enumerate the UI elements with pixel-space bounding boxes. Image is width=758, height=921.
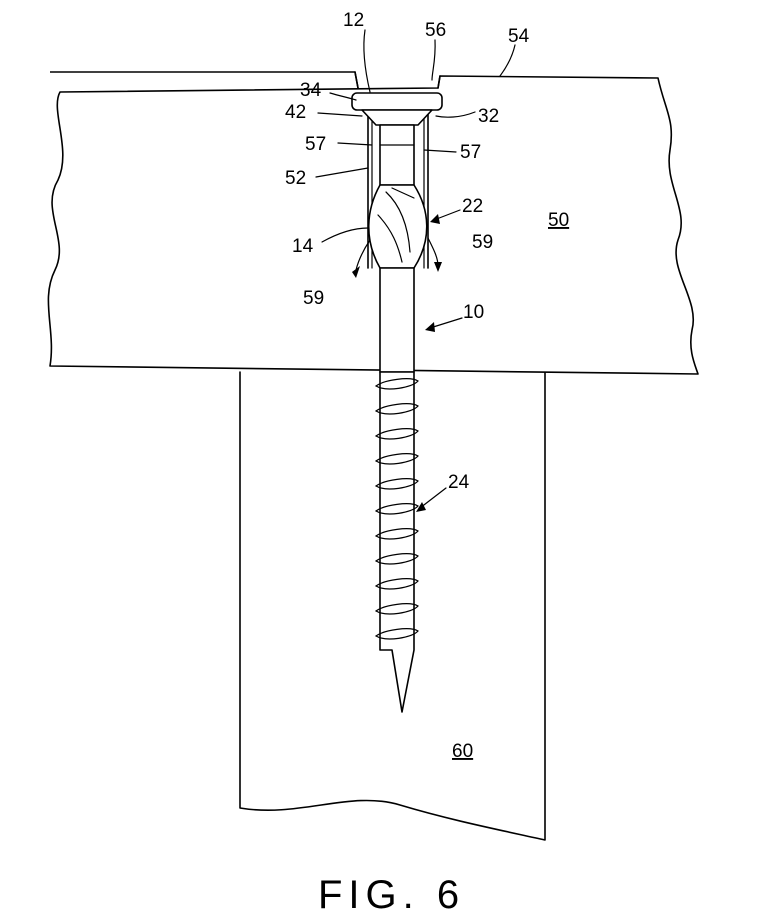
label-52: 52 (285, 168, 306, 189)
flute-2 (377, 214, 403, 263)
label-50: 50 (548, 210, 569, 231)
thread-crest (374, 628, 419, 640)
thread-crest (374, 503, 419, 515)
label-57-left: 57 (305, 134, 326, 155)
thread-crest (374, 553, 419, 565)
screw-head-34 (351, 92, 443, 111)
thread-crest (374, 403, 419, 415)
label-59-right: 59 (472, 232, 493, 253)
label-59-left: 59 (303, 288, 324, 309)
thread-crest (374, 528, 419, 540)
thread-crest (374, 428, 419, 440)
upper-shank (379, 124, 415, 186)
label-32: 32 (478, 106, 499, 127)
label-12: 12 (343, 10, 364, 31)
bore-top-left (354, 71, 359, 89)
label-56: 56 (425, 20, 446, 41)
label-60: 60 (452, 741, 473, 762)
figure-caption: FIG. 6 (318, 873, 465, 917)
cutting-region-22 (367, 184, 428, 269)
lower-shank-10 (379, 267, 415, 373)
label-22: 22 (462, 196, 483, 217)
thread-crest (374, 478, 419, 490)
arrow-59-left-head (352, 266, 360, 278)
label-10: 10 (463, 302, 484, 323)
thread-crest (374, 578, 419, 590)
flute-1 (385, 191, 411, 253)
thread-crest (374, 603, 419, 615)
label-57-right: 57 (460, 142, 481, 163)
label-42: 42 (285, 102, 306, 123)
threaded-portion-24 (374, 371, 419, 713)
arrow-59-left-shaft (355, 239, 371, 271)
head-taper (361, 109, 433, 126)
leader-lines (315, 29, 516, 512)
label-34: 34 (300, 80, 322, 101)
flute-3 (391, 187, 415, 199)
thread-crest (374, 378, 419, 390)
label-24: 24 (448, 472, 470, 493)
label-54: 54 (508, 26, 530, 47)
lower-member-60 (239, 371, 546, 841)
label-14: 14 (292, 236, 314, 257)
bore-top-right (437, 75, 441, 89)
thread-crest (374, 453, 419, 465)
arrow-59-right-head (434, 262, 442, 272)
